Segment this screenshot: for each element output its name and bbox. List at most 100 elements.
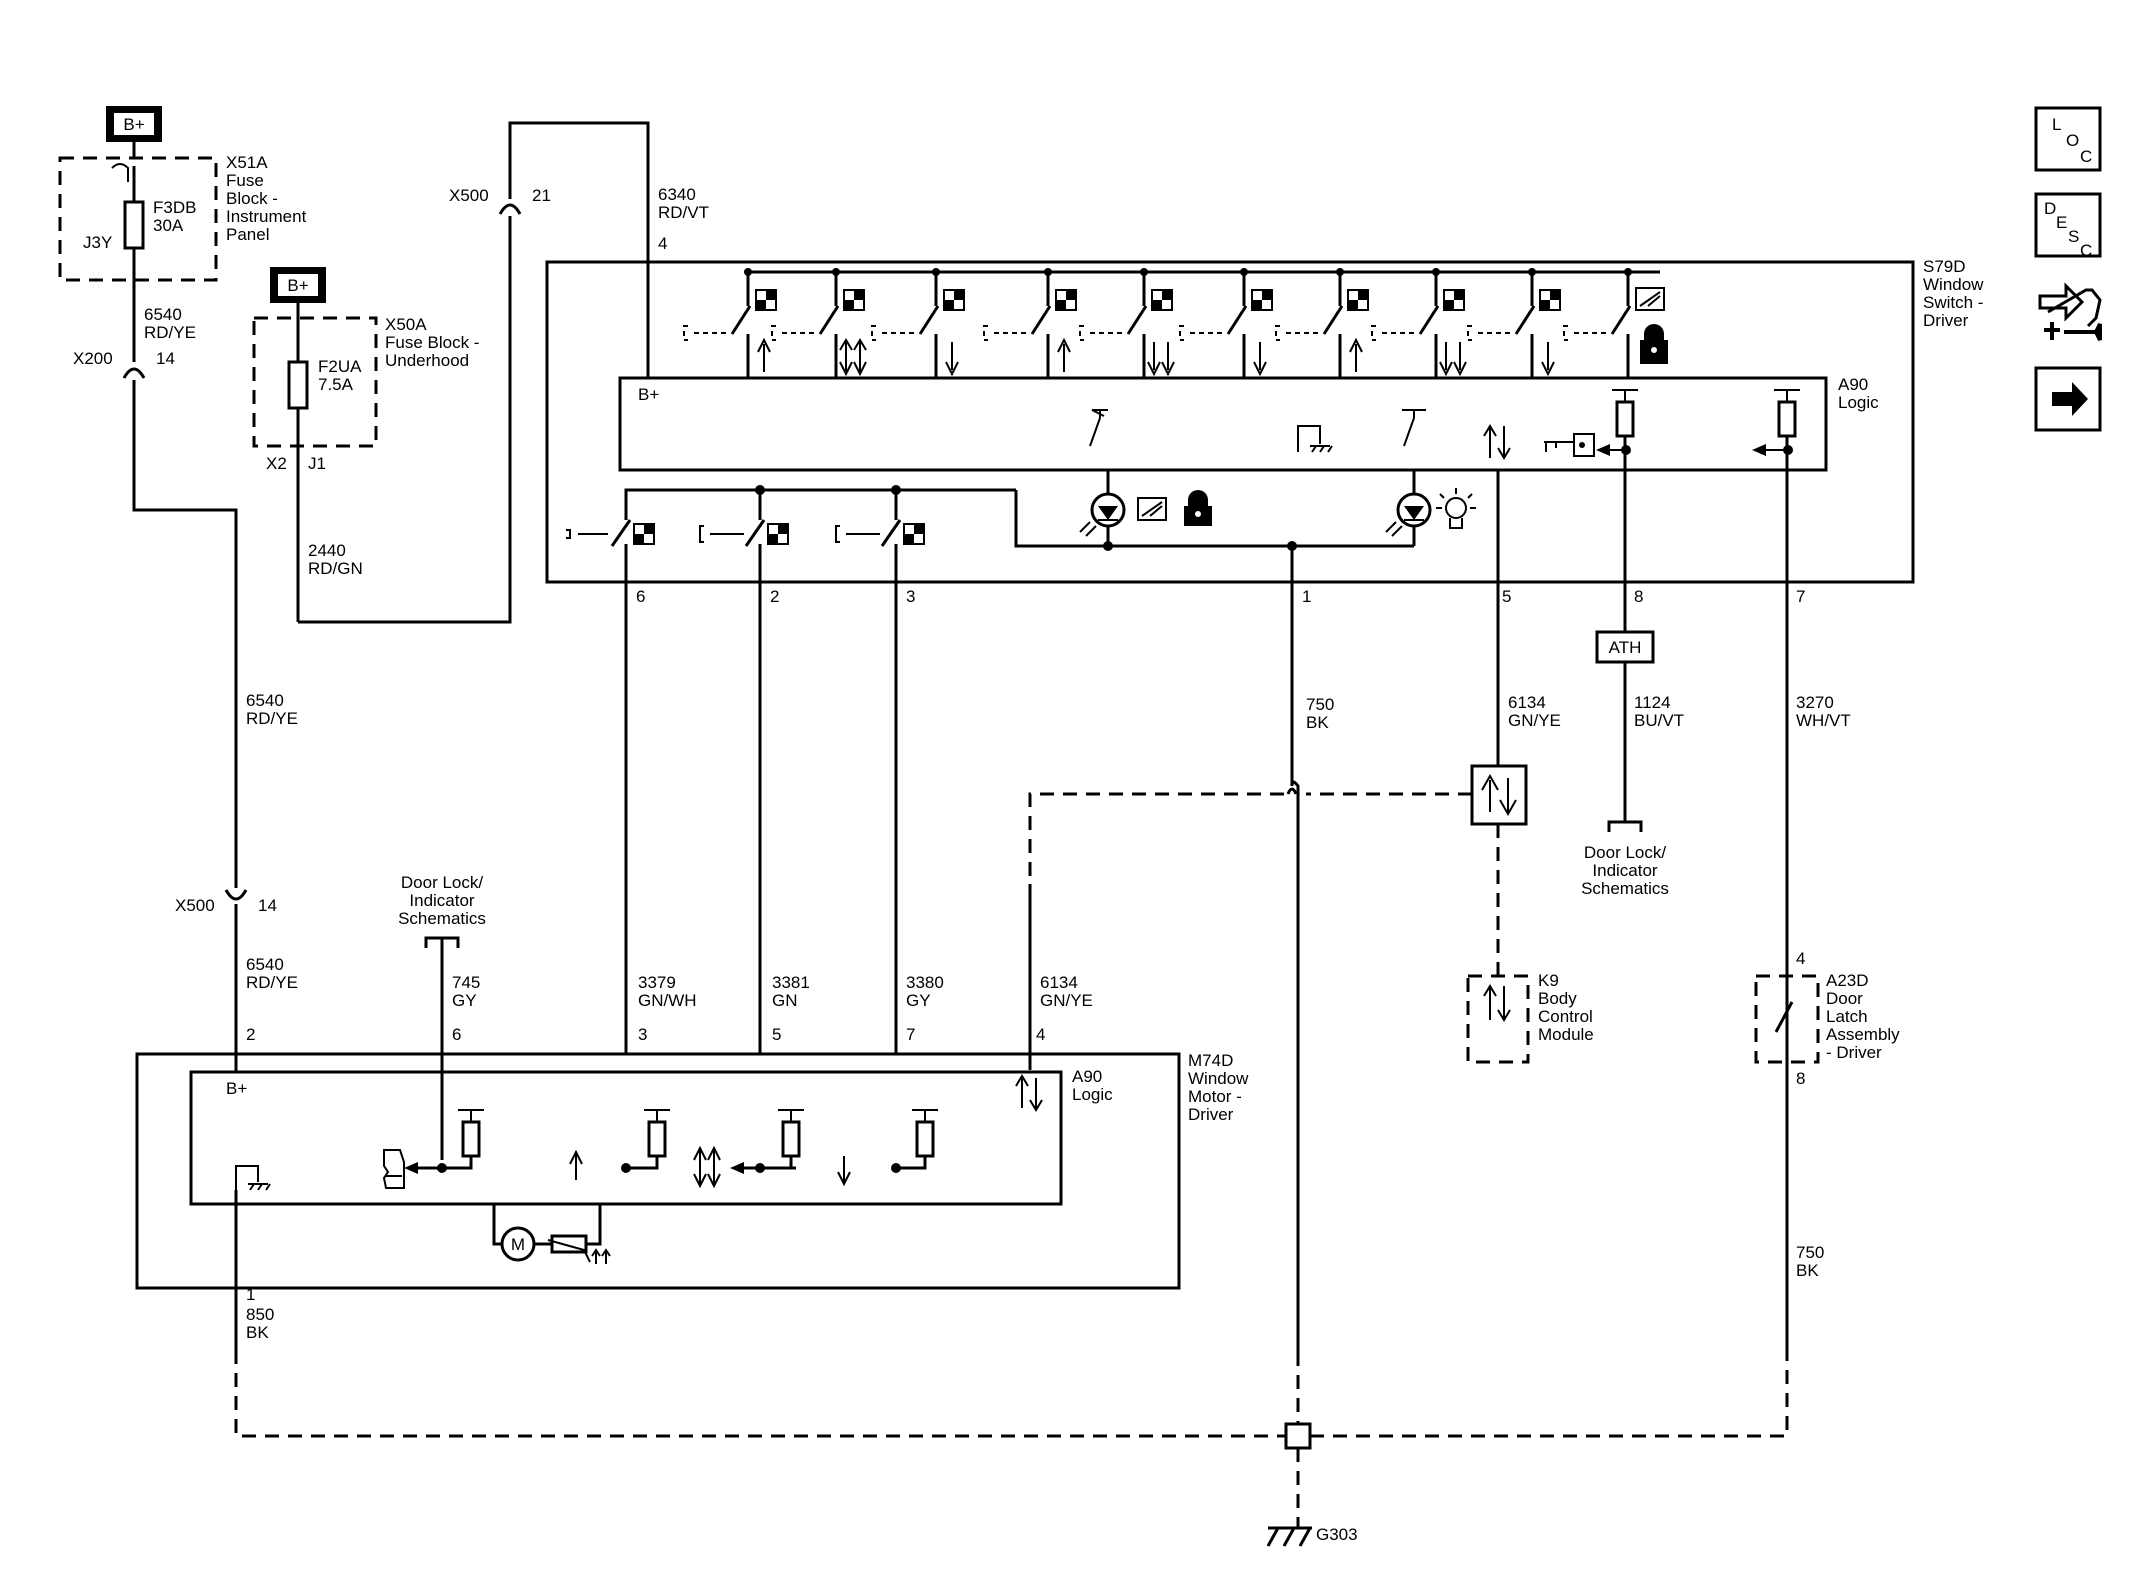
svg-text:X500: X500 xyxy=(449,186,489,205)
svg-text:B+: B+ xyxy=(287,276,308,295)
svg-text:Fuse: Fuse xyxy=(226,171,264,190)
svg-text:F3DB: F3DB xyxy=(153,198,196,217)
svg-text:RD/GN: RD/GN xyxy=(308,559,363,578)
svg-text:2440: 2440 xyxy=(308,541,346,560)
svg-text:BU/VT: BU/VT xyxy=(1634,711,1684,730)
a23d-switch xyxy=(1774,976,1794,1062)
svg-text:14: 14 xyxy=(156,349,175,368)
svg-text:Latch: Latch xyxy=(1826,1007,1868,1026)
switch-contact-6 xyxy=(1179,268,1273,378)
svg-text:Driver: Driver xyxy=(1923,311,1969,330)
s79d-logic-internals xyxy=(1089,389,1800,460)
connector-view-icon[interactable] xyxy=(2038,282,2102,341)
svg-text:750: 750 xyxy=(1796,1243,1824,1262)
lower-switch-group xyxy=(566,485,1016,582)
switch-contact-4 xyxy=(983,268,1077,378)
svg-text:J1: J1 xyxy=(308,454,326,473)
s79d-indicators xyxy=(1014,470,1476,551)
s79d-pin-numbers: 6 2 3 1 5 8 7 xyxy=(636,587,1805,606)
wire-3381-label: 3381 GN xyxy=(772,973,810,1010)
m74d-pin-numbers: 2 6 3 5 7 4 1 xyxy=(246,1025,1045,1304)
x51a-label: X51A Fuse Block - Instrument Panel xyxy=(226,153,307,244)
svg-text:Driver: Driver xyxy=(1188,1105,1234,1124)
x50a-fuse-block xyxy=(252,316,378,448)
svg-text:M: M xyxy=(511,1235,525,1254)
svg-text:Logic: Logic xyxy=(1838,393,1879,412)
svg-text:3270: 3270 xyxy=(1796,693,1834,712)
wire-6540-label-top: 6540 RD/YE xyxy=(144,305,196,342)
svg-text:Door Lock/: Door Lock/ xyxy=(1584,843,1666,862)
x500-top-connector: X500 21 xyxy=(449,186,551,232)
svg-text:C: C xyxy=(2080,147,2092,166)
ground-splice xyxy=(1284,1422,1312,1450)
svg-text:D: D xyxy=(2044,199,2056,218)
next-page-icon[interactable] xyxy=(2034,366,2102,432)
desc-button[interactable]: D E S C xyxy=(2034,192,2102,260)
switch-contact-5 xyxy=(1079,268,1175,378)
svg-text:GN/WH: GN/WH xyxy=(638,991,697,1010)
svg-text:Indicator: Indicator xyxy=(409,891,475,910)
svg-text:21: 21 xyxy=(532,186,551,205)
svg-text:3380: 3380 xyxy=(906,973,944,992)
doorlock-right-label: Door Lock/ Indicator Schematics xyxy=(1581,843,1669,898)
m74d-logic-box xyxy=(189,1070,1063,1206)
svg-text:5: 5 xyxy=(1502,587,1511,606)
svg-text:BK: BK xyxy=(246,1323,269,1342)
svg-text:K9: K9 xyxy=(1538,971,1559,990)
ath-box: ATH xyxy=(1595,630,1655,664)
switch-contact-2 xyxy=(771,268,867,378)
x200-connector: X200 14 xyxy=(73,349,175,396)
wire-850-label: 850 BK xyxy=(246,1305,274,1342)
svg-text:6540: 6540 xyxy=(144,305,182,324)
m74d-window-motor xyxy=(135,1052,1181,1290)
svg-text:A90: A90 xyxy=(1072,1067,1102,1086)
svg-text:745: 745 xyxy=(452,973,480,992)
wire-750-label-low: 750 BK xyxy=(1796,1243,1824,1280)
svg-text:Control: Control xyxy=(1538,1007,1593,1026)
svg-text:Window: Window xyxy=(1188,1069,1249,1088)
fuse-f3db xyxy=(123,200,145,250)
svg-text:B+: B+ xyxy=(638,385,659,404)
k9-label: K9 Body Control Module xyxy=(1538,971,1594,1044)
svg-text:6134: 6134 xyxy=(1508,693,1546,712)
svg-text:Door: Door xyxy=(1826,989,1863,1008)
svg-text:4: 4 xyxy=(658,234,667,253)
svg-text:B+: B+ xyxy=(226,1079,247,1098)
wire-6134-label-low: 6134 GN/YE xyxy=(1040,973,1093,1010)
svg-text:30A: 30A xyxy=(153,216,184,235)
svg-text:3381: 3381 xyxy=(772,973,810,992)
svg-text:Underhood: Underhood xyxy=(385,351,469,370)
svg-text:850: 850 xyxy=(246,1305,274,1324)
switch-row xyxy=(683,268,1668,378)
svg-text:E: E xyxy=(2056,213,2067,232)
svg-text:Schematics: Schematics xyxy=(1581,879,1669,898)
s79d-logic-box xyxy=(618,376,1828,472)
svg-text:6: 6 xyxy=(636,587,645,606)
svg-text:A23D: A23D xyxy=(1826,971,1869,990)
svg-text:ATH: ATH xyxy=(1609,638,1642,657)
lin-bus-coupler xyxy=(1470,764,1528,826)
svg-text:8: 8 xyxy=(1796,1069,1805,1088)
svg-text:RD/YE: RD/YE xyxy=(246,709,298,728)
svg-text:8: 8 xyxy=(1634,587,1643,606)
svg-text:C: C xyxy=(2080,241,2092,260)
svg-text:BK: BK xyxy=(1796,1261,1819,1280)
svg-text:S: S xyxy=(2068,227,2079,246)
svg-text:X200: X200 xyxy=(73,349,113,368)
fuse-f2ua xyxy=(287,360,309,410)
s79d-logic-label: A90 Logic xyxy=(1838,375,1879,412)
svg-text:Fuse Block -: Fuse Block - xyxy=(385,333,479,352)
svg-text:GN: GN xyxy=(772,991,798,1010)
svg-text:X500: X500 xyxy=(175,896,215,915)
svg-text:3379: 3379 xyxy=(638,973,676,992)
wire-2440-label: 2440 RD/GN xyxy=(308,541,363,578)
a23d-label: A23D Door Latch Assembly - Driver xyxy=(1826,971,1900,1062)
loc-button[interactable]: L O C xyxy=(2034,106,2102,172)
svg-text:3: 3 xyxy=(906,587,915,606)
ground-g303: G303 xyxy=(1266,1525,1358,1547)
svg-text:Indicator: Indicator xyxy=(1592,861,1658,880)
svg-text:X2: X2 xyxy=(266,454,287,473)
svg-text:Window: Window xyxy=(1923,275,1984,294)
switch-contact-3 xyxy=(871,268,965,378)
svg-text:14: 14 xyxy=(258,896,277,915)
